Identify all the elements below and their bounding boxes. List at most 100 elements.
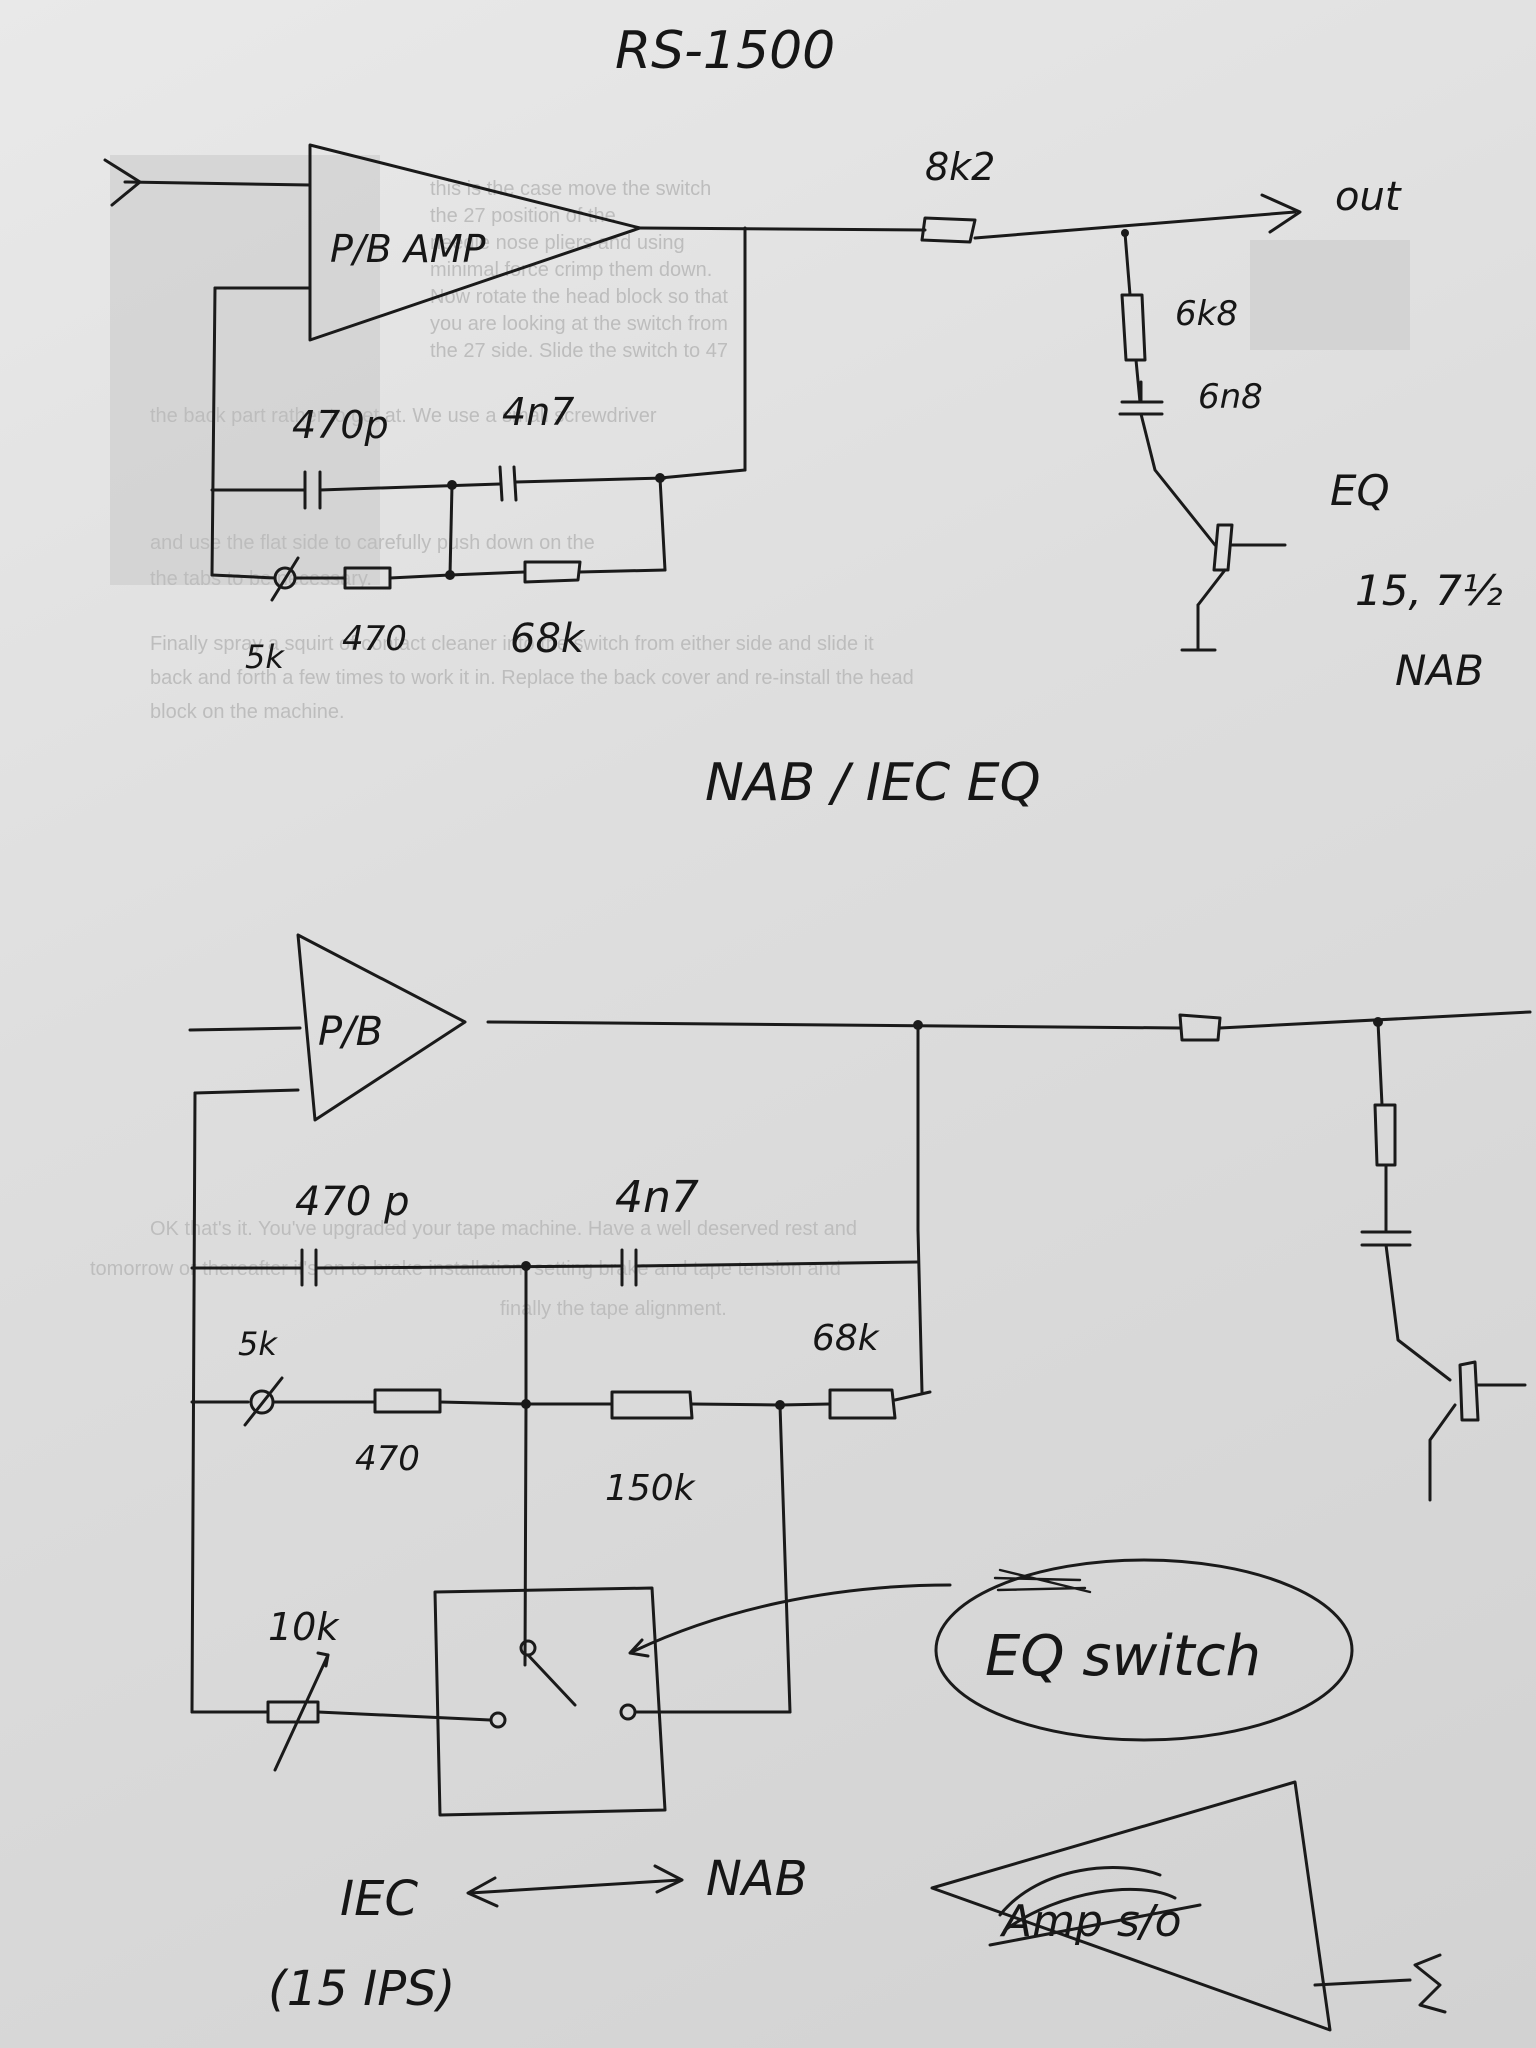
switch-speeds-label: 15, 7½ — [1355, 566, 1503, 615]
resistor-68k — [523, 560, 582, 584]
arrow-left-label: IEC — [340, 1871, 418, 1927]
shunt-wire — [1134, 358, 1142, 404]
out-wire — [973, 210, 1297, 240]
switch-wire — [1384, 1243, 1452, 1382]
feedback-wire — [893, 1390, 932, 1402]
feedback-wire — [658, 468, 747, 480]
cap-plate — [498, 465, 504, 502]
arrow-head-icon — [653, 1864, 684, 1894]
amp-output-wire — [638, 226, 927, 232]
feedback-wire — [634, 1260, 920, 1268]
feedback-wire — [210, 286, 217, 577]
switch-contact — [1212, 523, 1234, 572]
print-line: finally the tape alignment. — [500, 1298, 727, 1320]
print-line: Finally spray a squirt of contact cleane… — [150, 633, 874, 655]
feedback-wire — [314, 1264, 622, 1270]
bottom-pot-label: 10k — [268, 1605, 340, 1649]
switch-wire — [778, 1403, 792, 1714]
print-line: the tabs to be necessary. — [150, 568, 372, 590]
bottom-amp-triangle — [296, 933, 467, 1122]
callout-arrow-icon — [628, 1638, 650, 1658]
feedback-wire — [448, 570, 527, 577]
shunt-wire — [1123, 231, 1132, 297]
out-label: out — [1335, 174, 1402, 220]
crossed-amp-triangle — [930, 1780, 1332, 2032]
scribble-icon — [993, 1568, 1092, 1594]
switch-common-terminal — [519, 1639, 537, 1657]
resistor-6k8 — [1120, 293, 1147, 362]
background-photo-left — [110, 155, 380, 585]
trim-pot-icon — [273, 566, 297, 590]
shunt-resistor — [1373, 1103, 1397, 1167]
series-resistor — [1178, 1013, 1222, 1042]
output-arrow-icon — [1413, 1953, 1447, 2014]
switch-mode-label: NAB — [1395, 646, 1484, 695]
top-circuit: P/B AMP 8k2 out 6k8 6n8 EQ 15, 7½ NAB — [103, 143, 1503, 695]
bottom-fb-res-1-label: 470 — [355, 1439, 420, 1479]
feedback-wire — [690, 1402, 782, 1407]
top-fb-cap-1-label: 470p — [292, 403, 389, 447]
top-fb-res-2-label: 68k — [510, 616, 586, 662]
feedback-wire — [210, 573, 277, 580]
feedback-return-wire — [916, 1228, 924, 1394]
resistor-8k2 — [920, 216, 977, 244]
shunt-cap-label: 6n8 — [1198, 377, 1263, 417]
amp-output-wire — [486, 1020, 1182, 1030]
bottom-trim-pot-label: 5k — [238, 1325, 278, 1363]
resistor-150k — [610, 1390, 694, 1420]
arrow-head-icon — [466, 1876, 499, 1908]
print-line: back and forth a few times to work it in… — [150, 667, 914, 689]
callout-label[interactable]: EQ switch — [985, 1624, 1261, 1689]
arrow-right-label: NAB — [706, 1851, 808, 1907]
pot-10k — [266, 1700, 320, 1724]
callout-leader — [630, 1583, 952, 1654]
switch-nab-terminal — [619, 1703, 637, 1721]
pot-arrow-icon — [316, 1651, 330, 1668]
print-line: you are looking at the switch from — [430, 313, 728, 335]
pot-10k-wiper — [273, 1653, 330, 1772]
switch-eq-label: EQ — [1330, 466, 1390, 515]
shunt-resistor-label: 6k8 — [1175, 294, 1238, 334]
switch-box — [433, 1586, 667, 1817]
shunt-wire — [1376, 1020, 1384, 1107]
trim-pot-wiper — [243, 1376, 284, 1427]
callout-bubble — [934, 1558, 1354, 1742]
background-photo-right — [1250, 240, 1410, 350]
switch-wire — [1139, 412, 1217, 547]
feedback-wire — [578, 568, 667, 574]
top-trim-pot-label: 5k — [245, 638, 285, 676]
bottom-fb-res-2-label: 68k — [812, 1318, 881, 1359]
page-title: RS-1500 — [615, 21, 835, 81]
series-resistor-label: 8k2 — [925, 145, 995, 189]
switch-blade — [526, 1653, 577, 1707]
print-line: the 27 side. Slide the switch to 47 — [430, 340, 728, 362]
print-line: this is the case move the switch — [430, 178, 711, 200]
print-line: needle nose pliers and using — [430, 232, 685, 254]
print-line: tomorrow or thereafter it's on to brake … — [90, 1258, 841, 1280]
trim-pot-wiper — [270, 556, 300, 602]
switch-iec-terminal — [489, 1711, 507, 1729]
background-print: this is the case move the switch the 27 … — [90, 155, 1410, 1320]
feedback-wire — [778, 1402, 832, 1407]
top-fb-cap-2-label: 4n7 — [502, 390, 574, 434]
print-line: the back part rather to get at. We use a… — [150, 405, 657, 427]
input-wire — [188, 1026, 302, 1032]
out-arrow-icon — [1260, 193, 1302, 234]
bottom-fb-cap-1-label: 470 p — [295, 1179, 409, 1225]
switch-wire — [1196, 568, 1227, 607]
top-amp-triangle — [308, 143, 642, 342]
switch-contact — [1458, 1360, 1480, 1422]
feedback-wire — [193, 1088, 300, 1095]
resistor-470 — [343, 566, 392, 590]
feedback-wire — [318, 482, 502, 492]
feedback-wire — [658, 476, 667, 572]
speed-note: (15 IPS) — [268, 1961, 455, 2017]
feedback-wire — [388, 573, 452, 580]
top-amp-label: P/B AMP — [330, 227, 486, 271]
switch-common-wire — [523, 1402, 528, 1667]
print-line: and use the flat side to carefully push … — [150, 532, 595, 554]
section-title: NAB / IEC EQ — [705, 753, 1041, 813]
print-line: block on the machine. — [150, 701, 345, 723]
feedback-wire — [514, 476, 667, 484]
